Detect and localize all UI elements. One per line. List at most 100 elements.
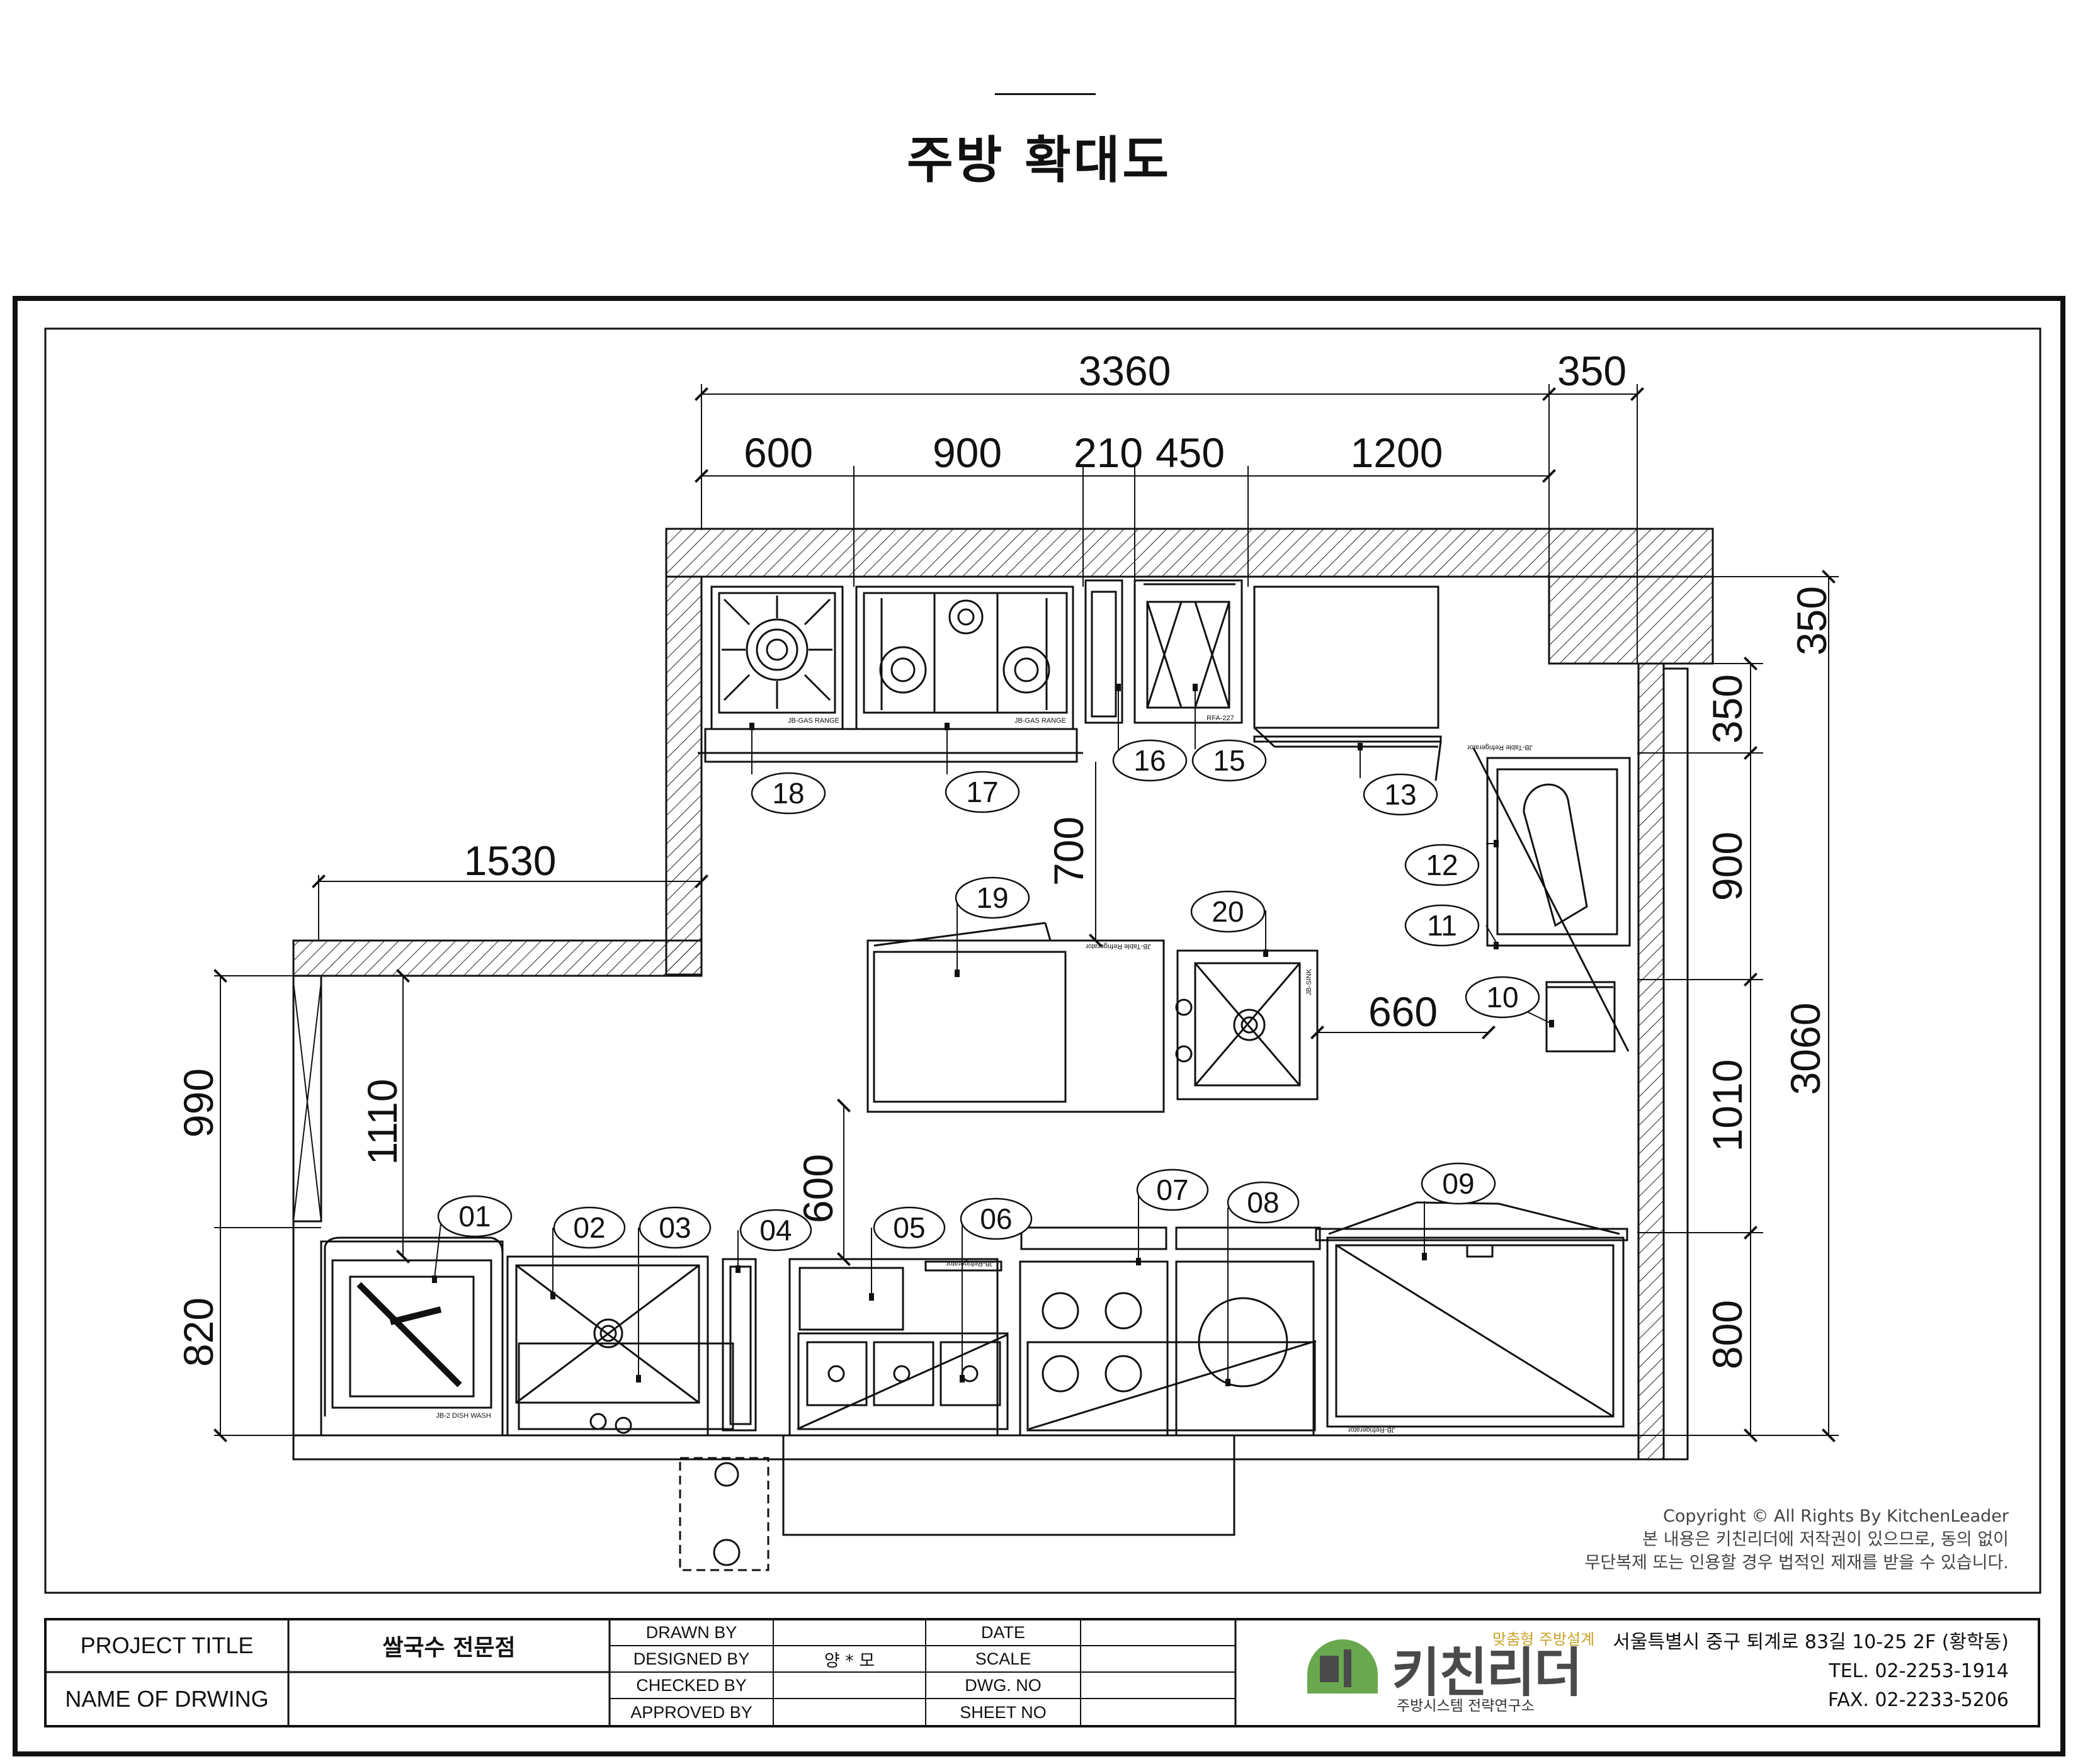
- dim-900-right: 900: [1704, 832, 1751, 901]
- label-table-fridge-top: JB-Table Refrigerator: [1467, 743, 1533, 751]
- name-of-drawing-value: [288, 1672, 610, 1726]
- label-dish-wash: JB-2 DISH WASH: [436, 1412, 491, 1420]
- dim-1200: 1200: [1351, 429, 1443, 476]
- date-label: DATE: [980, 1622, 1025, 1642]
- scale-label: SCALE: [975, 1649, 1031, 1668]
- callout-label-09: 09: [1442, 1167, 1474, 1200]
- wall-upper-left: [665, 575, 703, 976]
- dim-820: 820: [175, 1298, 222, 1367]
- approved-by-label: APPROVED BY: [630, 1702, 752, 1722]
- door-swing: [679, 1457, 769, 1571]
- dim-900: 900: [933, 429, 1002, 476]
- callout-11: [1404, 904, 1480, 947]
- callout-label-08: 08: [1247, 1186, 1279, 1219]
- callout-09: [1421, 1162, 1496, 1205]
- callout-08: [1227, 1181, 1300, 1224]
- shelf-04: [722, 1258, 757, 1432]
- dim-1110: 1110: [359, 1078, 406, 1165]
- label-fridge-bottom: JB-Refrigerator: [1348, 1426, 1395, 1433]
- callout-18: [751, 772, 826, 815]
- dim-1530: 1530: [464, 837, 557, 884]
- callout-05: [873, 1206, 946, 1249]
- dimension-lines: [213, 384, 1839, 1442]
- sheet-no-label: SHEET NO: [960, 1702, 1047, 1722]
- dim-210: 210: [1074, 429, 1143, 476]
- copyright-notice: Copyright © All Rights By KitchenLeader …: [1585, 1505, 2009, 1575]
- drawn-by-label: DRAWN BY: [645, 1622, 737, 1642]
- right-equipment: [1472, 747, 1631, 1053]
- dim-1010-right: 1010: [1704, 1060, 1751, 1152]
- callout-label-17: 17: [966, 776, 998, 808]
- island-equipment: [866, 922, 1319, 1113]
- table-refrigerator-13: [1253, 585, 1439, 729]
- sink-20: [1176, 949, 1319, 1100]
- callout-03: [639, 1206, 712, 1249]
- logo-tagline: 맞춤형 주방설계: [1492, 1631, 1595, 1648]
- dim-450: 450: [1155, 429, 1225, 476]
- walls: [292, 528, 1714, 1461]
- callout-markers: [432, 684, 1554, 1386]
- callout-label-07: 07: [1156, 1173, 1188, 1206]
- copyright-line-2: 본 내용은 키친리더에 저작권이 있으므로, 동의 없이: [1642, 1530, 2009, 1549]
- callout-label-05: 05: [893, 1211, 925, 1244]
- dimension-texts: 3360 350 600 900 210 450 1200 1530 660 7…: [175, 348, 1835, 1369]
- callout-label-15: 15: [1213, 744, 1245, 777]
- wall-right-corner: [1548, 575, 1714, 665]
- callout-label-04: 04: [759, 1214, 792, 1247]
- range-08: [1175, 1260, 1315, 1437]
- callout-07: [1136, 1168, 1209, 1211]
- callout-19: [955, 876, 1030, 919]
- callout-label-13: 13: [1384, 778, 1416, 811]
- wall-right: [1637, 662, 1665, 1461]
- rfa-227-unit: [1133, 579, 1243, 724]
- shelf-unit-16: [1084, 579, 1123, 724]
- dim-600: 600: [744, 429, 813, 476]
- callout-label-02: 02: [573, 1211, 605, 1244]
- page-title: 주방 확대도: [907, 131, 1171, 189]
- top-equipment: [698, 579, 1442, 781]
- project-title-value: 쌀국수 전문점: [382, 1635, 516, 1661]
- sink-02-03: [506, 1255, 709, 1437]
- logo-mark: [1307, 1639, 1378, 1693]
- bottom-equipment: [320, 1201, 1628, 1571]
- dwg-no-label: DWG. NO: [965, 1675, 1042, 1695]
- checked-by-label: CHECKED BY: [636, 1675, 747, 1695]
- callout-label-01: 01: [458, 1200, 491, 1233]
- label-gas-range-1: JB-GAS RANGE: [788, 717, 839, 725]
- callout-12: [1404, 844, 1480, 886]
- copyright-line-1: Copyright © All Rights By KitchenLeader: [1662, 1507, 2009, 1526]
- label-gas-range-2: JB-GAS RANGE: [1014, 717, 1066, 725]
- label-sink: JB-SINK: [1305, 968, 1313, 995]
- callout-20: [1190, 890, 1266, 933]
- company-address: 서울특별시 중구 퇴계로 83길 10-25 2F (황학동): [1613, 1631, 2009, 1653]
- callout-label-11: 11: [1427, 909, 1457, 942]
- callout-leaders: [434, 686, 1552, 1382]
- logo-subtitle: 주방시스템 전략연구소: [1397, 1698, 1535, 1714]
- wall-right-inner: [1662, 667, 1689, 1461]
- exit-area: [782, 1434, 1235, 1536]
- callout-label-06: 06: [980, 1202, 1012, 1235]
- dish-wash-01: [320, 1240, 504, 1437]
- label-table-fridge-mid: JB-Table Refrigerator: [1086, 942, 1151, 950]
- name-of-drawing-label: NAME OF DRWING: [65, 1686, 269, 1712]
- dim-660: 660: [1368, 988, 1438, 1035]
- logo-name: 키친리더: [1392, 1642, 1582, 1704]
- refrigerator-09: [1326, 1236, 1625, 1428]
- title-block-grid: [44, 1618, 2040, 1727]
- dim-600-v: 600: [795, 1154, 841, 1223]
- callout-label-03: 03: [659, 1211, 691, 1244]
- wall-left: [292, 975, 322, 1223]
- wall-left-top: [292, 939, 703, 977]
- drawing-frame: [44, 327, 2041, 1594]
- dim-3060: 3060: [1782, 1003, 1829, 1095]
- callout-04: [739, 1209, 812, 1252]
- dim-350-top: 350: [1557, 348, 1627, 394]
- unit-10: [1545, 981, 1616, 1053]
- sink-11-12: [1486, 757, 1631, 947]
- dim-990: 990: [175, 1068, 222, 1138]
- company-fax: FAX. 02-2233-5206: [1827, 1689, 2009, 1711]
- callout-01: [437, 1195, 513, 1238]
- label-rfa: RFA-227: [1206, 715, 1234, 722]
- callout-bubbles: [437, 739, 1540, 1252]
